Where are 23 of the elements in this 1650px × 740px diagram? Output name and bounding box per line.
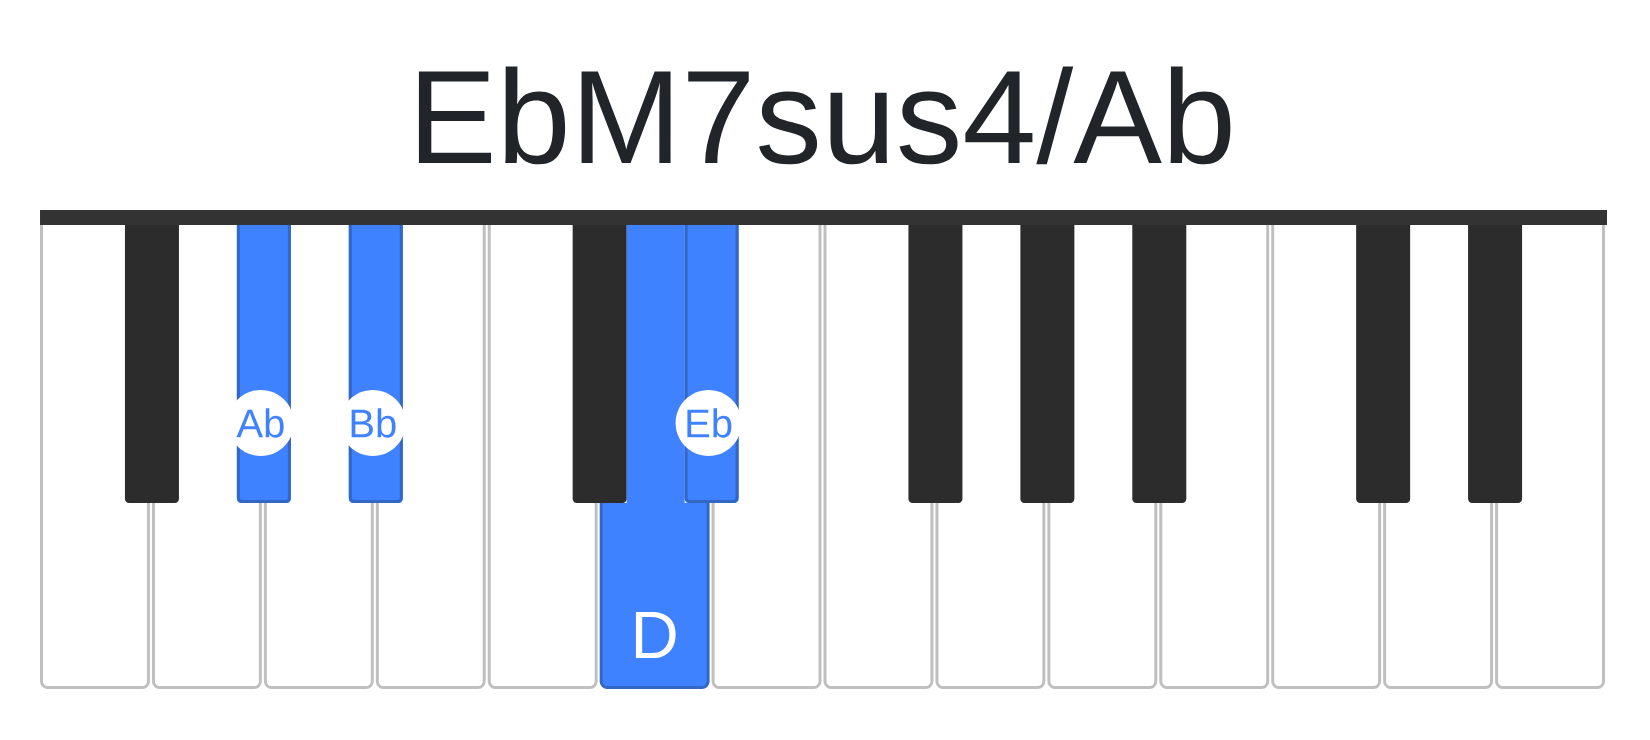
note-badge: Eb	[675, 390, 742, 456]
keyboard-rail	[40, 210, 1607, 225]
piano-key	[40, 225, 150, 689]
note-badge: Ab	[227, 390, 294, 456]
piano-key	[1047, 503, 1158, 689]
piano-key	[935, 503, 1046, 689]
piano-key	[263, 503, 374, 689]
piano-key	[823, 225, 934, 689]
piano-key	[1468, 225, 1523, 503]
piano-key	[1495, 225, 1605, 689]
piano-key	[124, 225, 179, 503]
piano-key	[1271, 225, 1382, 689]
piano-key	[1383, 503, 1494, 689]
piano-key	[572, 225, 627, 503]
piano-key	[1159, 225, 1270, 689]
piano-key	[151, 503, 262, 689]
piano-key	[487, 225, 598, 689]
note-badge: Bb	[339, 390, 406, 456]
piano-key	[1132, 225, 1187, 503]
chord-title: EbM7sus4/Ab	[418, 66, 1231, 165]
piano-key	[1020, 225, 1075, 503]
piano-key	[1356, 225, 1411, 503]
piano-key	[908, 225, 963, 503]
